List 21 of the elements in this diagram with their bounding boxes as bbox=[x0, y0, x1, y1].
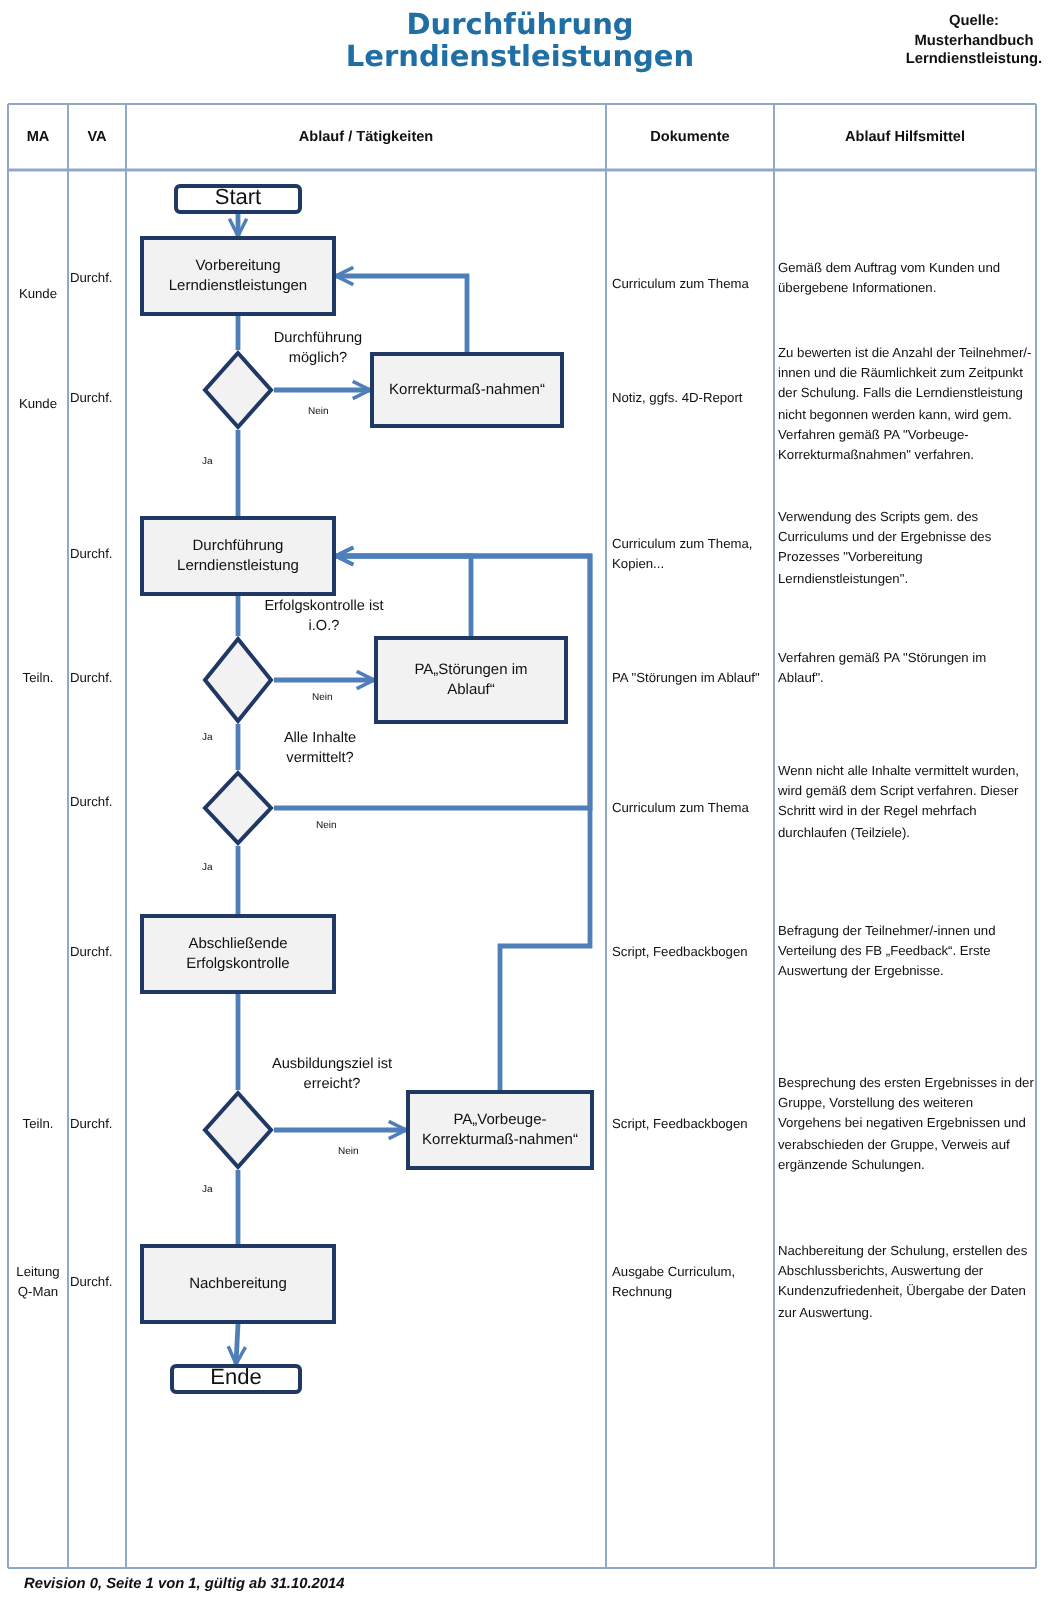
title: Durchführung Lerndienstleistungen bbox=[343, 10, 697, 74]
decision-diamond bbox=[202, 350, 274, 430]
connector-line bbox=[235, 430, 241, 516]
connector-line bbox=[235, 994, 241, 1090]
terminal-box: Ende bbox=[170, 1364, 302, 1394]
connector-line bbox=[235, 846, 241, 914]
terminal-box: Start bbox=[174, 184, 302, 214]
connector-line bbox=[235, 596, 241, 636]
arrow bbox=[274, 1119, 408, 1141]
connector-line bbox=[235, 724, 241, 770]
arrow bbox=[274, 379, 372, 401]
arrow bbox=[274, 669, 376, 691]
connector-line bbox=[235, 316, 241, 350]
arrow bbox=[226, 1323, 248, 1366]
arrow bbox=[227, 214, 249, 238]
connector-line bbox=[235, 1170, 241, 1244]
decision-diamond bbox=[202, 770, 274, 846]
arrow bbox=[334, 265, 470, 352]
decision-diamond bbox=[202, 636, 274, 724]
decision-diamond bbox=[202, 1090, 274, 1170]
arrow bbox=[334, 545, 593, 1090]
